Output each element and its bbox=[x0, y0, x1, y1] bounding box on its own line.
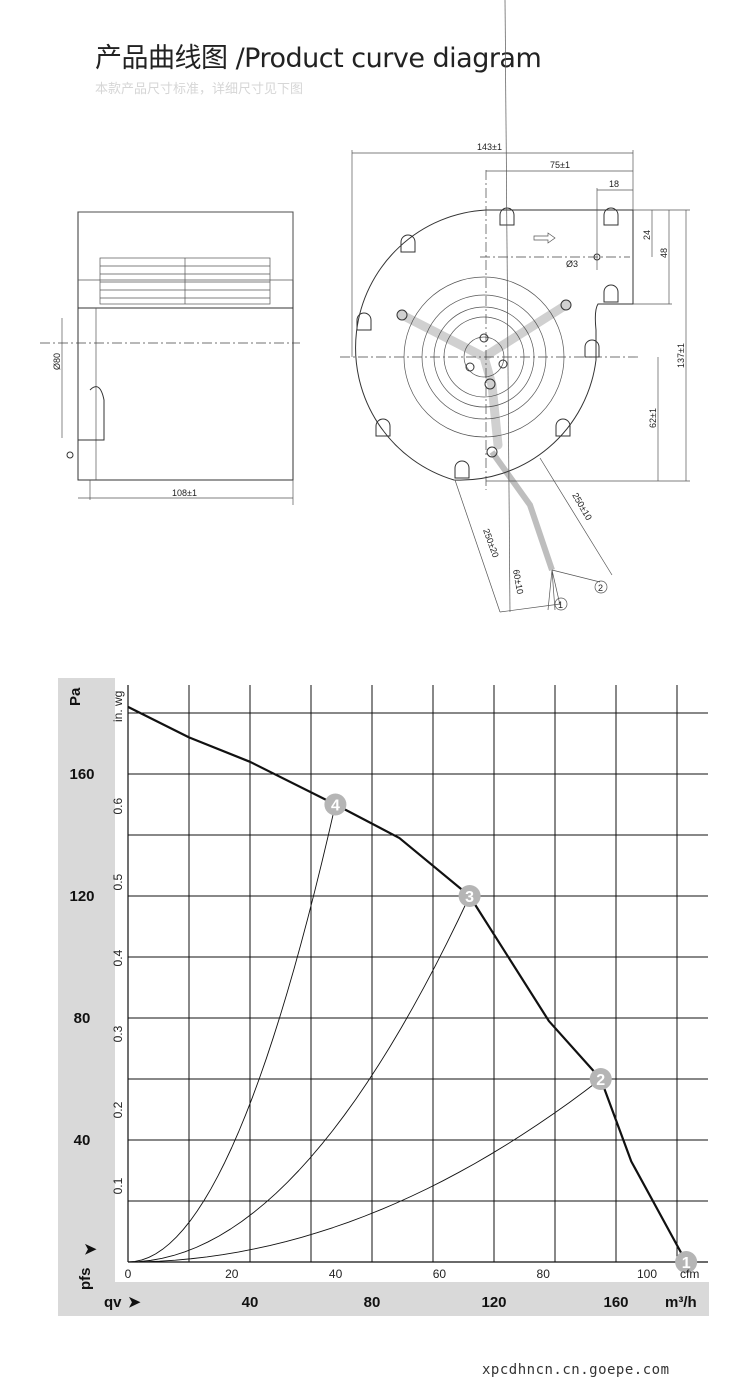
x-unit-label: m³/h bbox=[665, 1294, 697, 1311]
marker-1: 1 bbox=[558, 600, 563, 610]
y-secondary-tick-label: 0.2 bbox=[111, 1101, 125, 1118]
x-secondary-tick-label: 20 bbox=[225, 1267, 239, 1281]
y-secondary-tick-label: 0.3 bbox=[111, 1025, 125, 1042]
dim-diameter: Ø80 bbox=[52, 353, 62, 370]
fan-curve-line bbox=[127, 705, 688, 1263]
x-tick-label: 120 bbox=[481, 1294, 506, 1311]
y-tick-label: 40 bbox=[74, 1132, 91, 1149]
operating-point-marker bbox=[324, 793, 347, 816]
operating-point-label: 2 bbox=[596, 1072, 605, 1089]
dim-overall-height: 137±1 bbox=[676, 343, 686, 368]
y-secondary-tick-label: 0.1 bbox=[111, 1177, 125, 1194]
page-title: 产品曲线图 /Product curve diagram bbox=[95, 43, 542, 74]
x-secondary-tick-label: 60 bbox=[433, 1267, 447, 1281]
y-tick-label: 120 bbox=[69, 888, 94, 905]
y-secondary-unit-label: in. wg bbox=[111, 691, 125, 722]
x-secondary-tick-label: 40 bbox=[329, 1267, 343, 1281]
page-subtitle: 本款产品尺寸标准，详细尺寸见下图 bbox=[95, 82, 304, 97]
x-tick-label: 160 bbox=[603, 1294, 628, 1311]
front-view: 143±1 75±1 18 Ø3 24 48 137±1 62±1 250±20… bbox=[340, 0, 690, 613]
dim-24: 24 bbox=[642, 230, 652, 240]
operating-point-marker bbox=[458, 885, 481, 907]
operating-point-marker bbox=[675, 1251, 698, 1273]
dim-width: 108±1 bbox=[172, 488, 197, 498]
marker-2: 2 bbox=[598, 583, 603, 593]
x-secondary-tick-label: 0 bbox=[125, 1267, 132, 1281]
system-curve-line bbox=[127, 804, 336, 1263]
x-secondary-tick-label: 80 bbox=[537, 1267, 551, 1281]
operating-point-label: 4 bbox=[331, 798, 340, 815]
dim-18: 18 bbox=[609, 179, 619, 189]
watermark: xpcdhncn.cn.goepe.com bbox=[482, 1362, 670, 1378]
y-unit-label: Pa bbox=[67, 687, 84, 706]
dim-cable-1: 250±20 bbox=[481, 527, 501, 559]
y-secondary-tick-label: 0.6 bbox=[111, 797, 125, 814]
y-secondary-tick-label: 0.5 bbox=[111, 873, 125, 890]
x-arrow-icon: ➤ bbox=[128, 1294, 141, 1311]
x-secondary-tick-label: 100 bbox=[637, 1267, 657, 1281]
x-tick-label: 40 bbox=[242, 1294, 259, 1311]
x-axis-label: qv bbox=[104, 1294, 122, 1311]
x-tick-label: 80 bbox=[364, 1294, 381, 1311]
side-view: 108±1 Ø80 bbox=[40, 211, 300, 505]
operating-point-label: 1 bbox=[682, 1255, 691, 1272]
dim-62: 62±1 bbox=[648, 408, 658, 428]
x-secondary-unit-label: cfm bbox=[680, 1267, 699, 1281]
dim-overall-width: 143±1 bbox=[477, 142, 502, 152]
dim-strip: 60±10 bbox=[511, 569, 525, 595]
y-tick-label: 160 bbox=[69, 766, 94, 783]
operating-point-marker bbox=[589, 1068, 612, 1090]
operating-point-label: 3 bbox=[465, 889, 474, 906]
system-curve-line bbox=[127, 1078, 602, 1263]
y-axis-label: pfs bbox=[77, 1268, 94, 1291]
dim-cable-2: 250±10 bbox=[570, 491, 594, 522]
dim-hole: Ø3 bbox=[566, 259, 578, 269]
y-secondary-tick-label: 0.4 bbox=[111, 949, 125, 966]
y-arrow-icon: ➤ bbox=[84, 1241, 97, 1258]
y-tick-label: 80 bbox=[74, 1010, 91, 1027]
dim-75: 75±1 bbox=[550, 160, 570, 170]
system-curve-line bbox=[127, 895, 471, 1263]
dim-48: 48 bbox=[659, 248, 669, 258]
